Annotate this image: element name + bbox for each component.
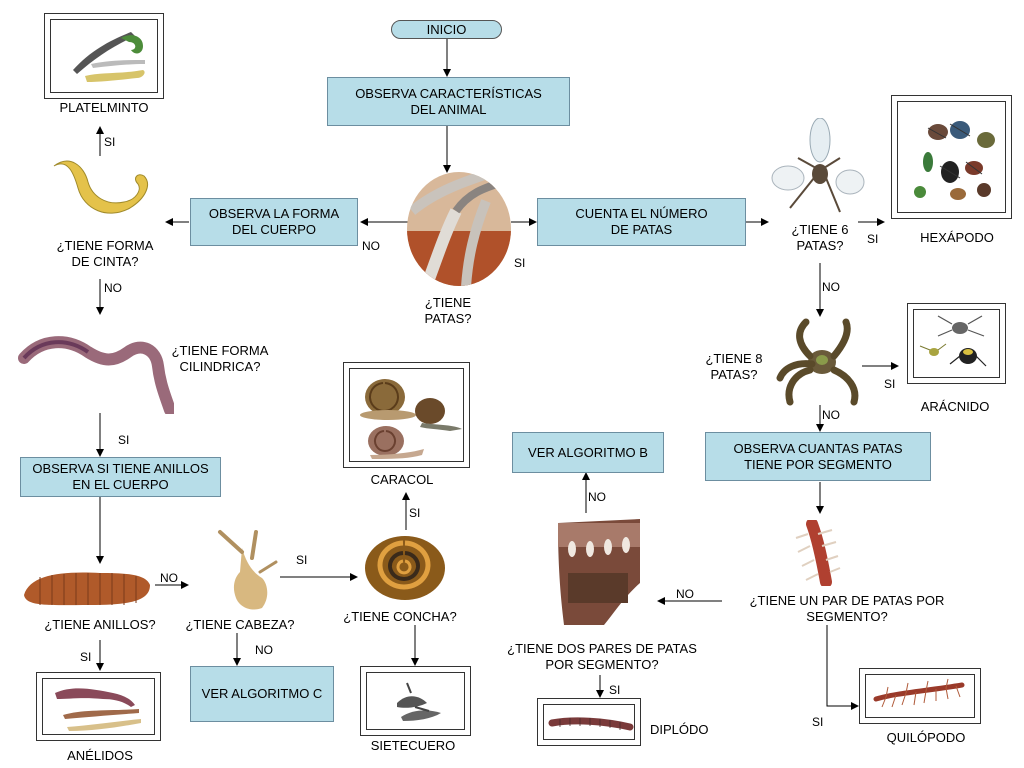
chilopod-label: QUILÓPODO [886, 730, 966, 745]
two-pairs-question: ¿TIENE DOS PARES DE PATAS POR SEGMENTO? [507, 641, 697, 672]
annelids-label: ANÉLIDOS [67, 748, 133, 763]
edge-label-no: NO [588, 490, 606, 504]
algorithm-c-label: VER ALGORITMO C [201, 686, 323, 701]
fly-image [771, 118, 865, 213]
edge-label-yes: SI [812, 715, 824, 729]
tapeworm-image [53, 160, 148, 214]
diplopod-label: DIPLÓDO [650, 722, 709, 737]
shell-photo [362, 533, 448, 603]
hexapod-label: HEXÁPODO [920, 230, 994, 245]
edge-label-yes: SI [118, 433, 130, 447]
diplopod-frame [537, 698, 641, 746]
has-legs-question: ¿TIENE PATAS? [424, 295, 472, 326]
edge-label-no: NO [160, 571, 178, 585]
millipede-image [548, 717, 634, 731]
arachnid-label: ARÁCNIDO [920, 399, 990, 414]
has-legs-photo [406, 171, 512, 287]
edge-label-yes: SI [867, 232, 879, 246]
start-node: INICIO [391, 20, 502, 39]
snail-image [360, 379, 462, 459]
insects-image [914, 121, 995, 200]
start-label: INICIO [426, 22, 467, 37]
observe-body-shape-box: OBSERVA LA FORMA DEL CUERPO [190, 198, 358, 246]
earthworm-image [18, 336, 174, 414]
six-legs-photo [770, 118, 866, 218]
head-tentacles-image [218, 530, 278, 610]
algorithm-b-label: VER ALGORITMO B [528, 444, 648, 460]
observe-rings-box: OBSERVA SI TIENE ANILLOS EN EL CUERPO [20, 457, 221, 497]
head-question: ¿TIENE CABEZA? [185, 617, 295, 632]
arachnid-frame [907, 303, 1006, 384]
edge-label-no: NO [822, 280, 840, 294]
hexapod-frame [891, 95, 1012, 219]
platyhelminth-frame [44, 13, 164, 99]
edge-label-yes: SI [409, 506, 421, 520]
head-photo [212, 528, 282, 612]
centipede-segment-image [795, 520, 841, 586]
count-legs-box: CUENTA EL NÚMERO DE PATAS [537, 198, 746, 246]
observe-legs-segment-box: OBSERVA CUANTAS PATAS TIENE POR SEGMENTO [705, 432, 931, 481]
edge-label-yes: SI [609, 683, 621, 697]
annelids-image [55, 688, 141, 731]
spider-legs-image [407, 172, 511, 286]
edge-label-no: NO [255, 643, 273, 657]
rings-question: ¿TIENE ANILLOS? [44, 617, 156, 632]
ribbon-photo [48, 154, 156, 226]
edge-label-yes: SI [514, 256, 526, 270]
two-pairs-photo [554, 513, 644, 625]
annelid-worm-image [24, 572, 150, 606]
edge-label-no: NO [822, 408, 840, 422]
spider-image [776, 318, 859, 406]
observe-rings-label: OBSERVA SI TIENE ANILLOS EN EL CUERPO [32, 461, 209, 492]
edge-label-yes: SI [884, 377, 896, 391]
snail-frame [343, 362, 470, 468]
shell-question: ¿TIENE CONCHA? [343, 609, 457, 624]
ribbon-question: ¿TIENE FORMA DE CINTA? [56, 238, 154, 269]
algorithm-c-box: VER ALGORITMO C [190, 666, 334, 722]
rings-photo [20, 565, 154, 611]
count-legs-label: CUENTA EL NÚMERO DE PATAS [575, 206, 708, 237]
chilopod-frame [859, 668, 981, 724]
algorithm-b-box: VER ALGORITMO B [512, 432, 664, 473]
observe-legs-segment-label: OBSERVA CUANTAS PATAS TIENE POR SEGMENTO [733, 440, 903, 472]
annelids-frame [36, 672, 161, 741]
edge-label-yes: SI [296, 553, 308, 567]
slug-frame [360, 666, 471, 736]
cylindrical-photo [18, 332, 174, 414]
millipede-closeup-image [554, 513, 644, 625]
slug-image [397, 682, 441, 721]
edge-label-yes: SI [80, 650, 92, 664]
observe-features-box: OBSERVA CARACTERÍSTICAS DEL ANIMAL [327, 77, 570, 126]
one-pair-photo [792, 520, 842, 586]
edge-label-no: NO [676, 587, 694, 601]
one-pair-question: ¿TIENE UN PAR DE PATAS POR SEGMENTO? [749, 593, 945, 624]
observe-body-shape-label: OBSERVA LA FORMA DEL CUERPO [208, 206, 340, 237]
platyhelminth-label: PLATELMINTO [59, 100, 149, 115]
snail-label: CARACOL [370, 472, 434, 487]
flatworm-image [73, 32, 145, 82]
six-legs-question: ¿TIENE 6 PATAS? [791, 222, 849, 253]
slug-label: SIETECUERO [370, 738, 456, 753]
observe-features-label: OBSERVA CARACTERÍSTICAS DEL ANIMAL [355, 85, 542, 117]
edge-label-yes: SI [104, 135, 116, 149]
arachnids-image [919, 315, 987, 367]
eight-legs-question: ¿TIENE 8 PATAS? [705, 351, 763, 382]
edge-label-no: NO [362, 239, 380, 253]
shell-image [365, 536, 445, 600]
centipede-image [873, 678, 965, 708]
eight-legs-photo [776, 318, 864, 406]
cylindrical-question: ¿TIENE FORMA CILINDRICA? [171, 343, 269, 374]
edge-label-no: NO [104, 281, 122, 295]
